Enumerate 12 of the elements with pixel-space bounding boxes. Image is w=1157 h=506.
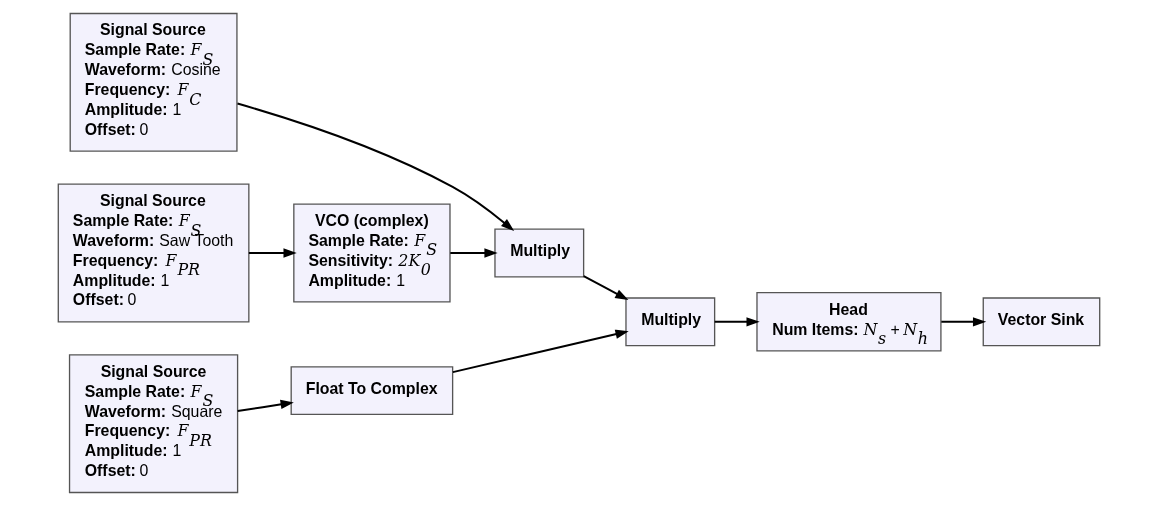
arrow — [939, 317, 986, 327]
node-box: Float To Complex — [290, 366, 453, 416]
arrow — [713, 317, 760, 327]
node-box: Multiply — [624, 297, 715, 347]
arrow — [247, 248, 297, 258]
arrow — [236, 399, 294, 412]
node-box: Vector Sink — [982, 297, 1100, 347]
arrow — [582, 275, 628, 301]
arrow — [236, 102, 514, 232]
arrow — [448, 248, 498, 258]
node-box: Multiply — [493, 228, 584, 278]
arrow — [451, 329, 629, 374]
